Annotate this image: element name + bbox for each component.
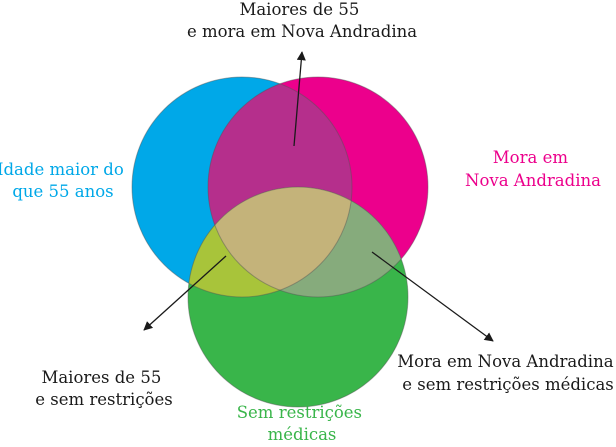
label-no-medical-restrictions: Sem restrições médicas [237, 403, 368, 444]
arrow-city-health [371, 251, 494, 342]
arrow-age-city [293, 51, 306, 147]
label-age-over-55: Idade maior do que 55 anos [0, 160, 129, 201]
label-lives-nova-andradina: Mora em Nova Andradina [465, 148, 601, 190]
label-age-city: Maiores de 55 e mora em Nova Andradina [187, 0, 417, 41]
arrow-age-health [143, 255, 227, 331]
overlap-all-three [208, 187, 352, 297]
label-city-health: Mora em Nova Andradina e sem restrições … [397, 352, 616, 394]
label-age-health: Maiores de 55 e sem restrições [35, 368, 172, 409]
